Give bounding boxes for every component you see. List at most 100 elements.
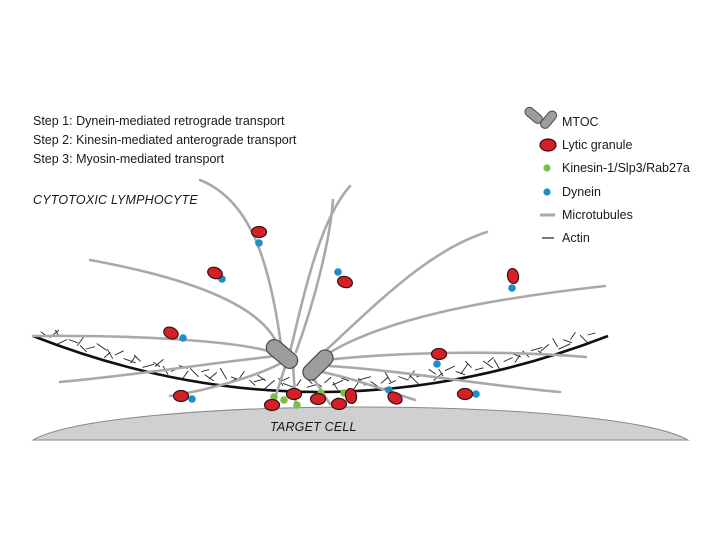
dynein-marker: [179, 334, 187, 342]
lytic-granule: [309, 392, 327, 406]
microtubule: [320, 230, 489, 356]
actin-filament: [306, 384, 317, 388]
microtubule: [294, 198, 335, 354]
actin-filament: [438, 368, 444, 377]
actin-filament: [204, 374, 214, 382]
actin-filament: [358, 376, 372, 381]
actin-filament: [189, 367, 199, 378]
mtoc: [265, 338, 334, 381]
dynein-icon: [543, 188, 551, 196]
step-1-text: Step 1: Dynein-mediated retrograde trans…: [33, 114, 285, 128]
legend-icons: [524, 106, 558, 239]
lytic-granule: [285, 387, 303, 401]
lytic-granule: [207, 266, 223, 280]
actin-cortex: [40, 329, 596, 391]
kinesin-marker: [293, 401, 301, 409]
actin-filament: [332, 381, 338, 391]
legend-granule-label: Lytic granule: [562, 138, 633, 152]
actin-filament: [482, 360, 494, 369]
lymphocyte-label: CYTOTOXIC LYMPHOCYTE: [33, 193, 198, 207]
actin-filament: [503, 356, 513, 363]
lytic-granule: [337, 275, 353, 289]
actin-filament: [444, 365, 456, 372]
microtubule: [198, 178, 284, 354]
step-2-text: Step 2: Kinesin-mediated anterograde tra…: [33, 133, 297, 147]
actin-filament: [182, 370, 189, 379]
actin-filament: [530, 346, 543, 352]
actin-filament: [487, 356, 494, 363]
lytic-granule: [456, 387, 474, 401]
microtubule: [322, 284, 607, 358]
actin-filament: [130, 355, 137, 364]
actin-filament: [257, 374, 266, 382]
actin-filament: [123, 358, 136, 364]
lytic-granule: [263, 398, 281, 412]
microtubule: [326, 364, 562, 394]
dynein-marker: [255, 239, 263, 247]
actin-filament: [398, 376, 409, 381]
lytic-granule: [387, 391, 403, 405]
actin-filament: [114, 350, 124, 356]
actin-filament: [380, 377, 389, 384]
microtubule: [324, 351, 588, 362]
actin-filament: [514, 354, 521, 363]
microtubule: [291, 364, 298, 410]
kinesin-marker: [270, 393, 278, 401]
actin-filament: [133, 354, 141, 362]
actin-filament: [558, 343, 571, 350]
dynein-marker: [334, 268, 342, 276]
mtoc-icon: [524, 106, 558, 129]
actin-filament: [142, 363, 155, 368]
target-cell-label: TARGET CELL: [270, 420, 357, 434]
actin-filament: [96, 343, 107, 351]
actin-filament: [219, 367, 228, 380]
lytic-granule: [250, 225, 268, 239]
lytic-granule: [163, 326, 179, 340]
legend-kinesin-label: Kinesin-1/Slp3/Rab27a: [562, 161, 690, 175]
lytic-granule: [506, 267, 520, 285]
lytic-granules: [163, 225, 520, 412]
actin-filament: [208, 372, 218, 380]
actin-filament: [464, 360, 472, 368]
legend-microtubules-label: Microtubules: [562, 208, 633, 222]
lytic-granule: [172, 389, 190, 403]
actin-filament: [324, 376, 332, 384]
actin-filament: [341, 377, 350, 382]
actin-filament: [79, 345, 87, 353]
transport-steps: Step 1: Dynein-mediated retrograde trans…: [33, 112, 296, 169]
actin-filament: [540, 343, 550, 352]
kinesin-icon: [543, 164, 551, 172]
actin-filament: [201, 369, 210, 373]
actin-filament: [370, 381, 379, 387]
actin-filament: [388, 379, 397, 385]
actin-filament: [579, 334, 589, 345]
target-cell-shape: [31, 406, 690, 441]
actin-filament: [384, 371, 392, 383]
actin-filament: [68, 339, 79, 344]
actin-filament: [57, 339, 68, 345]
centriole: [302, 349, 334, 381]
actin-filament: [296, 379, 302, 387]
actin-filament: [249, 379, 256, 386]
actin-filament: [281, 376, 290, 382]
actin-filament: [428, 368, 437, 375]
actin-filament: [153, 361, 161, 368]
legend-dynein-label: Dynein: [562, 185, 601, 199]
step-3-text: Step 3: Myosin-mediated transport: [33, 152, 225, 166]
dynein-marker: [508, 284, 516, 292]
actin-filament: [563, 339, 572, 344]
lytic-granule: [430, 347, 448, 361]
lytic-granule: [344, 387, 358, 405]
centriole: [265, 338, 299, 370]
actin-filament: [106, 348, 114, 359]
dynein-marker: [472, 390, 480, 398]
actin-filament: [85, 346, 95, 350]
actin-filament: [552, 338, 558, 348]
microtubule: [58, 354, 280, 384]
lytic-granule: [330, 397, 348, 411]
actin-filament: [570, 331, 576, 340]
actin-filament: [253, 378, 265, 383]
actin-filament: [455, 370, 466, 376]
